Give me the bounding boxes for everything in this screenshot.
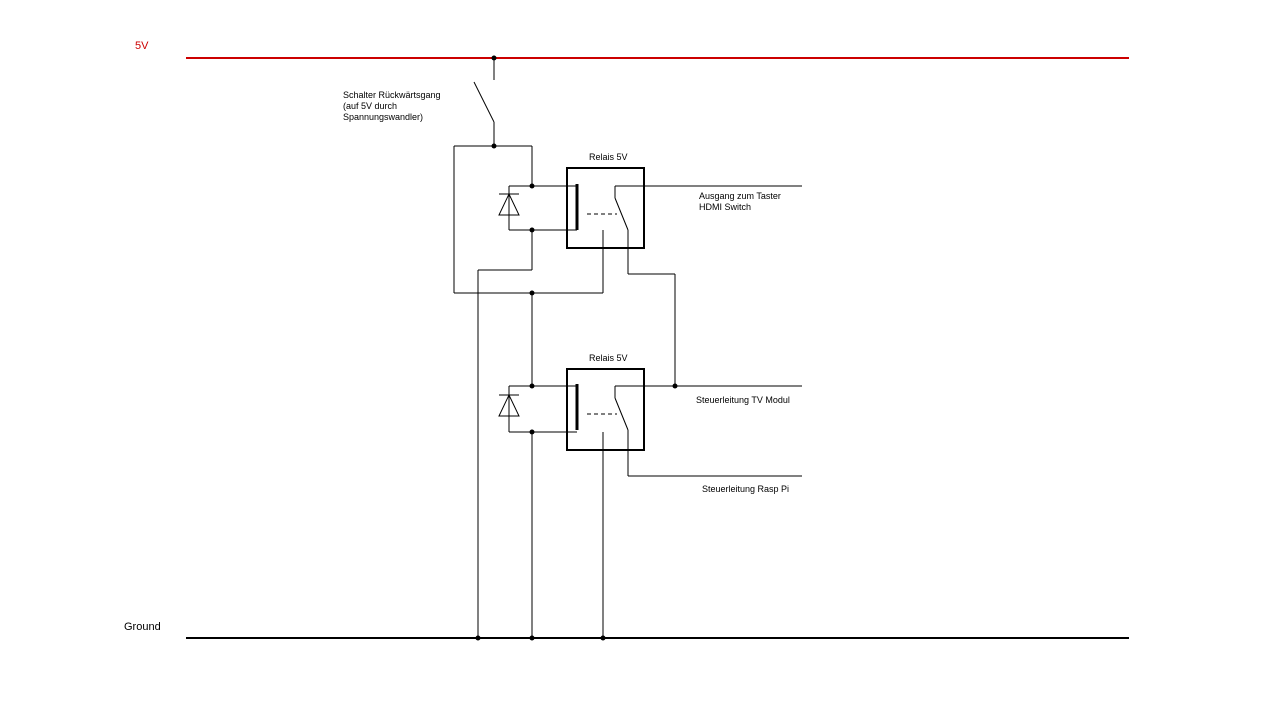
label-ground: Ground bbox=[124, 621, 161, 633]
junction-node bbox=[529, 183, 535, 189]
relay-1 bbox=[532, 167, 802, 386]
junction-node bbox=[529, 429, 535, 435]
label-switch-line: Schalter Rückwärtsgang bbox=[343, 90, 441, 100]
label-relay-1: Relais 5V bbox=[589, 152, 628, 162]
label-output-tv: Steuerleitung TV Modul bbox=[696, 395, 790, 405]
label-switch-line: (auf 5V durch bbox=[343, 101, 398, 111]
label-relay-2: Relais 5V bbox=[589, 353, 628, 363]
reverse-gear-switch bbox=[473, 58, 495, 146]
bus-wiring bbox=[477, 230, 533, 638]
label-output-hdmi-line: HDMI Switch bbox=[699, 202, 752, 212]
label-switch: Schalter Rückwärtsgang (auf 5V durch Spa… bbox=[343, 90, 441, 123]
label-output-hdmi: Ausgang zum Taster HDMI Switch bbox=[699, 191, 781, 213]
junction-nodes bbox=[475, 55, 678, 641]
relay-2 bbox=[532, 368, 802, 638]
junction-node bbox=[529, 290, 535, 296]
label-5v: 5V bbox=[135, 40, 149, 52]
junction-node bbox=[600, 635, 606, 641]
junction-node bbox=[491, 143, 497, 149]
junction-node bbox=[529, 383, 535, 389]
junction-node bbox=[475, 635, 481, 641]
flyback-diode-1 bbox=[498, 185, 532, 231]
flyback-diode-2 bbox=[498, 385, 532, 433]
label-output-raspi: Steuerleitung Rasp Pi bbox=[702, 484, 790, 494]
junction-node bbox=[491, 55, 497, 61]
junction-node bbox=[529, 227, 535, 233]
label-output-hdmi-line: Ausgang zum Taster bbox=[699, 191, 781, 201]
label-switch-line: Spannungswandler) bbox=[343, 112, 424, 122]
junction-node bbox=[529, 635, 535, 641]
junction-node bbox=[672, 383, 678, 389]
